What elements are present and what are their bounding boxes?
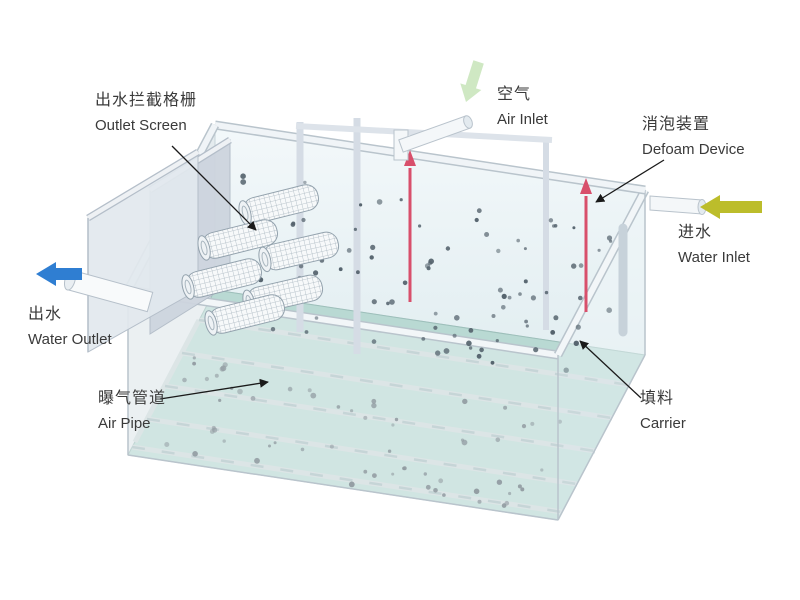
outlet-screen-cylinder bbox=[258, 231, 340, 273]
label-air-inlet-zh: 空气 bbox=[497, 86, 532, 103]
outlet-screen-cylinder bbox=[181, 258, 262, 300]
defoam-devices bbox=[404, 150, 592, 312]
defoam-rod-arrowhead bbox=[404, 150, 416, 166]
label-carrier: 填料 Carrier bbox=[640, 384, 686, 432]
label-air-pipe-en: Air Pipe bbox=[98, 415, 151, 432]
air-inlet-pipe bbox=[393, 115, 473, 161]
air-inlet-arrow bbox=[460, 60, 484, 102]
defoam-rod-arrowhead bbox=[580, 178, 592, 194]
label-water-outlet-en: Water Outlet bbox=[28, 331, 112, 348]
label-air-inlet: 空气 Air Inlet bbox=[497, 80, 548, 128]
label-carrier-en: Carrier bbox=[640, 415, 686, 432]
label-defoam-device-zh: 消泡装置 bbox=[642, 116, 711, 133]
label-air-pipe: 曝气管道 Air Pipe bbox=[98, 384, 166, 432]
carrier-dots-water bbox=[240, 173, 613, 373]
outlet-screen-cylinder bbox=[197, 219, 278, 261]
leader-lines bbox=[159, 145, 665, 400]
label-water-outlet-zh: 出水 bbox=[28, 306, 63, 323]
leader-air-pipe bbox=[159, 378, 269, 400]
carrier-dots-floor bbox=[164, 356, 563, 508]
label-air-pipe-zh: 曝气管道 bbox=[98, 390, 167, 407]
label-water-inlet-zh: 进水 bbox=[678, 224, 713, 241]
label-carrier-zh: 填料 bbox=[640, 390, 675, 407]
water-inlet-pipe bbox=[618, 195, 707, 337]
outlet-screens bbox=[181, 184, 340, 336]
leader-defoam-device bbox=[595, 159, 665, 203]
label-defoam-device: 消泡装置 Defoam Device bbox=[642, 110, 745, 158]
label-outlet-screen-en: Outlet Screen bbox=[95, 117, 187, 134]
label-outlet-screen-zh: 出水拦截格栅 bbox=[95, 92, 198, 109]
outlet-screen-cylinder bbox=[238, 184, 319, 226]
water-inlet-arrow bbox=[700, 195, 762, 219]
label-water-outlet: 出水 Water Outlet bbox=[28, 300, 112, 348]
label-water-inlet-en: Water Inlet bbox=[678, 249, 750, 266]
label-outlet-screen: 出水拦截格栅 Outlet Screen bbox=[95, 86, 197, 134]
leader-outlet-screen bbox=[171, 145, 257, 231]
label-water-inlet: 进水 Water Inlet bbox=[678, 218, 750, 266]
outlet-screen-cylinder bbox=[204, 294, 285, 336]
leader-carrier bbox=[579, 340, 642, 399]
label-defoam-device-en: Defoam Device bbox=[642, 141, 745, 158]
label-air-inlet-en: Air Inlet bbox=[497, 111, 548, 128]
water-outlet-arrow bbox=[36, 262, 82, 286]
